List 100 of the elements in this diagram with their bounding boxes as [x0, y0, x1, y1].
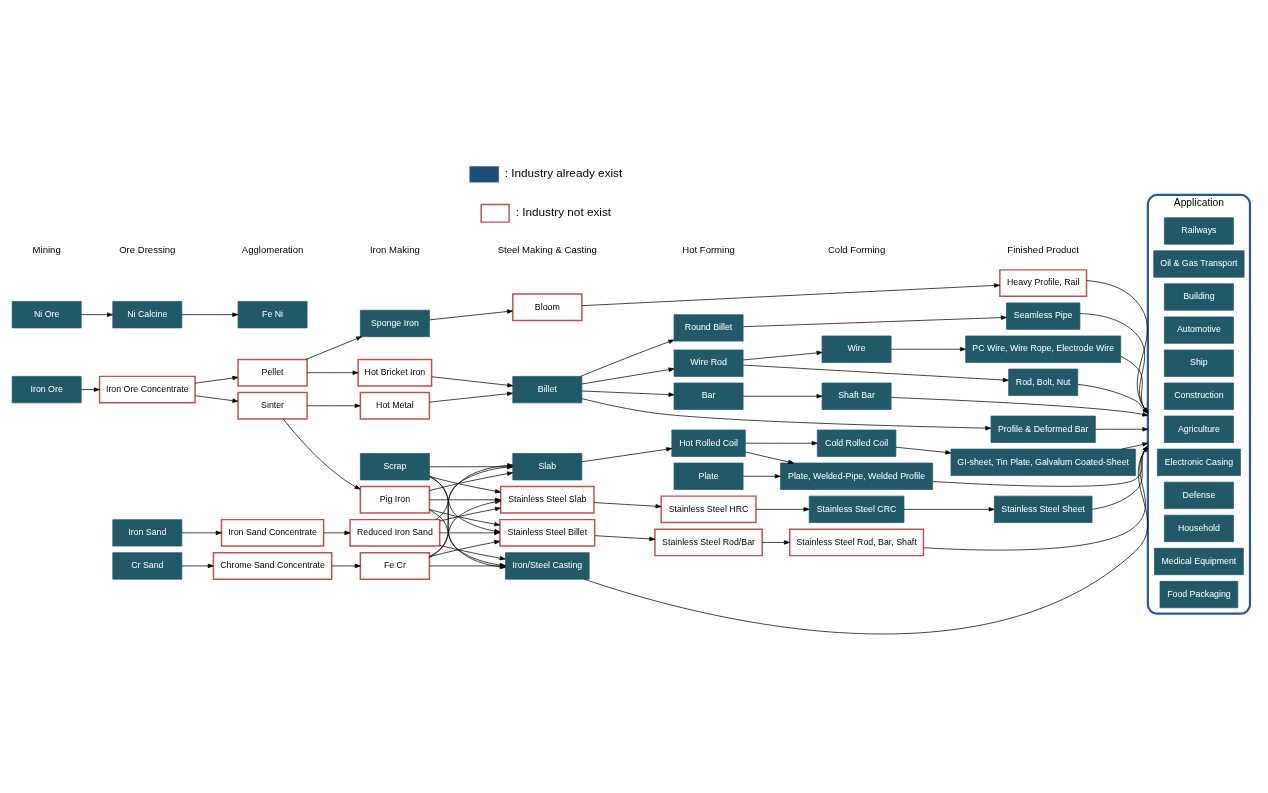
arrow — [194, 395, 239, 403]
node-box: Sinter — [237, 391, 308, 420]
arrow — [80, 387, 100, 392]
arrow — [743, 364, 1009, 383]
node-box: Hot Bricket Iron — [357, 358, 433, 387]
node-box: Agriculture — [1164, 415, 1234, 443]
node-box: Pellet — [237, 358, 308, 387]
arrow — [581, 398, 992, 431]
arrow — [306, 370, 359, 375]
label: Steel Making & Casting — [497, 243, 597, 255]
node-box: Round Billet — [673, 314, 744, 342]
node-box: Household — [1164, 514, 1234, 543]
arrow — [181, 530, 222, 536]
arrow — [594, 535, 656, 542]
node-box: GI-sheet, Tin Plate, Galvalum Coated-Sheet — [950, 448, 1136, 476]
node-box: Medical Equipment — [1154, 547, 1244, 576]
arrow — [181, 563, 214, 569]
node-box: Cold Rolled Coil — [816, 429, 897, 457]
node-box: Bloom — [512, 293, 583, 322]
node-box: Iron Sand Concentrate — [220, 518, 325, 547]
legend-label: : Industry already exist — [504, 166, 623, 180]
node-box: Stainless Steel Rod, Bar, Shaft — [789, 528, 925, 557]
node-box: Plate — [673, 462, 744, 490]
arrow — [593, 502, 662, 509]
label: Hot Forming — [682, 243, 735, 255]
node-box: Iron Ore — [11, 376, 82, 404]
node-box: Scrap — [360, 453, 430, 481]
node-box: Cr Sand — [112, 552, 183, 580]
node-box: Oil & Gas Transport — [1153, 250, 1245, 278]
node-box: Iron Ore Concentrate — [98, 375, 196, 404]
arrow — [743, 315, 1007, 328]
arrow — [323, 530, 351, 536]
arrow — [745, 451, 794, 465]
arrow — [755, 507, 810, 512]
arrow — [581, 390, 675, 397]
arrow — [282, 418, 361, 490]
arrow — [429, 471, 513, 491]
node-box: Wire — [821, 335, 892, 363]
node-box: Heavy Profile, Rail — [999, 269, 1088, 298]
node-box: Hot Metal — [359, 391, 431, 420]
node-box: Chrome Sand Concentrate — [212, 551, 333, 580]
node-box: Stainless Steel HRC — [660, 495, 757, 524]
arrow — [932, 445, 1149, 487]
node-box: Stainless Steel Slab — [499, 485, 595, 514]
arrow — [583, 445, 1149, 635]
arrow — [429, 391, 513, 403]
label: Finished Product — [1007, 243, 1079, 255]
arrow — [331, 563, 361, 569]
node-box: Ni Calcine — [112, 301, 183, 329]
node-box: Sponge Iron — [360, 309, 430, 338]
node-box: Electronic Casing — [1157, 448, 1241, 476]
arrow — [429, 309, 513, 321]
arrow — [1091, 445, 1149, 510]
node-box: Automotive — [1164, 316, 1234, 344]
node-box: Construction — [1164, 382, 1234, 410]
node-box: Reduced Iron Sand — [349, 518, 441, 547]
arrow — [890, 347, 966, 352]
label: Ore Dressing — [119, 243, 176, 255]
node-box: Building — [1164, 283, 1234, 311]
arrow — [80, 312, 113, 317]
arrow — [194, 375, 239, 384]
node-box: Stainless Steel Billet — [499, 518, 596, 547]
arrow — [429, 509, 501, 527]
node-box: Wire Rod — [673, 349, 744, 377]
node-box: Stainless Steel CRC — [808, 495, 905, 523]
node-box: Slab — [512, 453, 583, 481]
arrow — [439, 506, 501, 522]
node-box: Fe Ni — [237, 301, 308, 329]
node-box: Rod, Bolt, Nut — [1008, 368, 1079, 396]
arrow — [923, 445, 1149, 551]
arrow — [744, 441, 818, 446]
arrow — [761, 540, 790, 545]
arrow — [181, 312, 239, 317]
node-box: Pig Iron — [359, 485, 431, 514]
node-box: Profile & Deformed Bar — [990, 415, 1096, 443]
arrow — [742, 474, 781, 479]
arrow — [429, 540, 501, 558]
arrow — [580, 339, 675, 377]
arrow — [439, 544, 506, 561]
node-box: Fe Cr — [359, 551, 431, 580]
node-box: Ni Ore — [11, 301, 82, 329]
arrow — [1121, 442, 1149, 450]
arrow — [1095, 427, 1149, 432]
arrow — [742, 394, 823, 399]
label: Iron Making — [369, 243, 420, 255]
node-box: Stainless Steel Rod/Bar — [654, 528, 763, 557]
node-box: Stainless Steel Sheet — [993, 495, 1093, 523]
node-box: Food Packaging — [1159, 581, 1239, 609]
node-box: PC Wire, Wire Rope, Electrode Wire — [965, 335, 1122, 363]
arrow — [306, 403, 361, 408]
label: Cold Forming — [827, 243, 886, 255]
node-box: Plate, Welded-Pipe, Welded Profile — [780, 462, 933, 490]
arrow — [581, 283, 1000, 307]
arrow — [895, 446, 952, 455]
label: Mining — [32, 243, 61, 255]
node-box: Railways — [1164, 217, 1234, 245]
arrow — [581, 367, 675, 385]
node-box: Bar — [673, 382, 744, 410]
node-box: Seamless Pipe — [1006, 302, 1081, 330]
node-box: Shaft Bar — [821, 382, 892, 410]
